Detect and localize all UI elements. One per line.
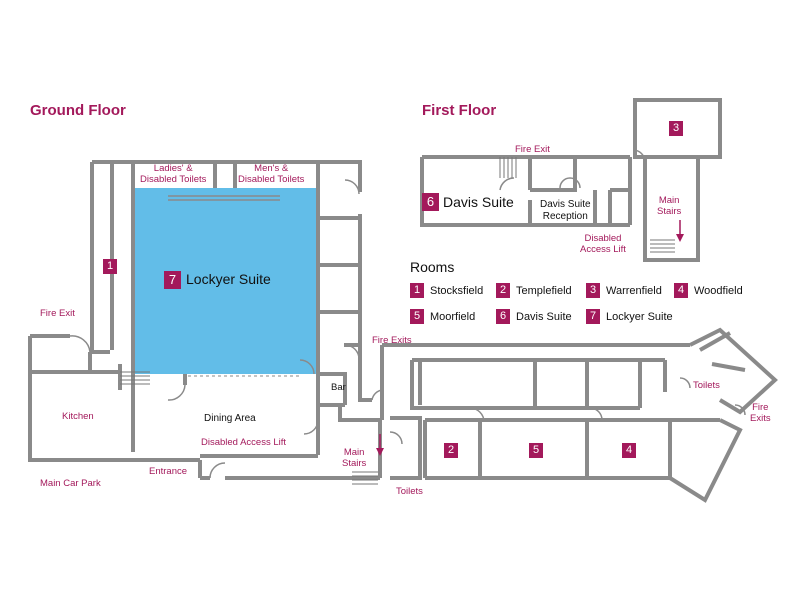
legend-badge: 1 xyxy=(410,283,424,298)
bar-label: Bar xyxy=(331,382,346,393)
legend-label: Moorfield xyxy=(430,310,476,323)
room-badge-5: 5 xyxy=(529,443,543,458)
ground-floor-heading: Ground Floor xyxy=(30,102,126,119)
dining-area-label: Dining Area xyxy=(204,413,256,424)
room-badge-4: 4 xyxy=(622,443,636,458)
main-stairs-gf-label: Main Stairs xyxy=(342,447,367,469)
main-stairs-gf xyxy=(352,471,378,485)
first-floor-stairs xyxy=(499,157,517,178)
lockyer-suite-label[interactable]: Lockyer Suite xyxy=(186,271,271,287)
first-floor-walls xyxy=(420,98,722,262)
main-car-park-label: Main Car Park xyxy=(40,478,101,489)
ladies-toilets-label: Ladies' & Disabled Toilets xyxy=(140,163,207,185)
legend-label: Warrenfield xyxy=(606,284,662,297)
toilets-right-label: Toilets xyxy=(693,380,720,391)
room-badge-7: 7 xyxy=(164,271,181,289)
legend-item-woodfield[interactable]: 4 Woodfield xyxy=(674,283,743,298)
first-floor-heading: First Floor xyxy=(422,102,497,119)
rooms-legend-title: Rooms xyxy=(410,259,455,275)
legend-badge: 3 xyxy=(586,283,600,298)
fire-exits-right-label: Fire Exits xyxy=(750,402,771,424)
lockyer-suite-area[interactable] xyxy=(133,188,318,374)
legend-badge: 2 xyxy=(496,283,510,298)
kitchen-label: Kitchen xyxy=(62,411,94,422)
main-stairs-ff xyxy=(650,239,675,253)
legend-label: Lockyer Suite xyxy=(606,310,673,323)
legend-label: Woodfield xyxy=(694,284,743,297)
entrance-label: Entrance xyxy=(149,466,188,477)
legend-label: Templefield xyxy=(516,284,572,297)
mens-toilets-label: Men's & Disabled Toilets xyxy=(238,163,305,185)
room-badge-3: 3 xyxy=(669,121,683,136)
room-badge-2: 2 xyxy=(444,443,458,458)
room-badge-1: 1 xyxy=(103,259,117,274)
legend-label: Stocksfield xyxy=(430,284,484,297)
legend-badge: 4 xyxy=(674,283,688,298)
stairs-arrow-ff xyxy=(676,220,684,242)
legend-badge: 6 xyxy=(496,309,510,324)
ground-floor-stairs xyxy=(120,371,150,385)
main-stairs-ff-label: Main Stairs xyxy=(657,195,682,217)
toilets-bottom-label: Toilets xyxy=(396,486,423,497)
legend-item-warrenfield[interactable]: 3 Warrenfield xyxy=(586,283,662,298)
legend-item-davis-suite[interactable]: 6 Davis Suite xyxy=(496,309,572,324)
fire-exit-gf-label: Fire Exit xyxy=(40,308,75,319)
disabled-lift-gf-label: Disabled Access Lift xyxy=(201,437,287,448)
davis-suite-label[interactable]: Davis Suite xyxy=(443,194,514,210)
legend-item-stocksfield[interactable]: 1 Stocksfield xyxy=(410,283,483,298)
legend-label: Davis Suite xyxy=(516,310,572,323)
fire-exits-mid-label: Fire Exits xyxy=(372,335,412,346)
legend-item-templefield[interactable]: 2 Templefield xyxy=(496,283,572,298)
legend-badge: 7 xyxy=(586,309,600,324)
stairs-arrow-gf xyxy=(376,434,384,456)
legend-item-moorfield[interactable]: 5 Moorfield xyxy=(410,309,475,324)
ground-floor-walls xyxy=(28,160,778,503)
fire-exit-ff-label: Fire Exit xyxy=(515,144,550,155)
legend-item-lockyer-suite[interactable]: 7 Lockyer Suite xyxy=(586,309,673,324)
room-badge-6: 6 xyxy=(422,193,439,211)
disabled-lift-ff-label: Disabled Access Lift xyxy=(580,233,626,255)
davis-reception-label: Davis Suite Reception xyxy=(540,199,591,222)
legend-badge: 5 xyxy=(410,309,424,324)
